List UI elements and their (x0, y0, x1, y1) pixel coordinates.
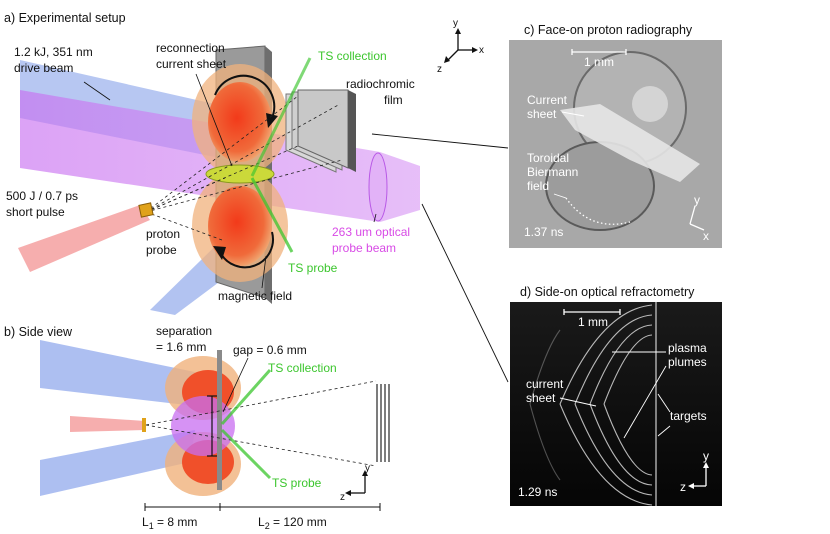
upper-field-arrow (214, 74, 276, 119)
axis-a-y: y (453, 18, 458, 29)
optical-beam-end (368, 152, 388, 222)
upper-plasma-inner (208, 82, 272, 162)
lower-field-arrow (219, 231, 274, 269)
c-time-label: 1.37 ns (524, 225, 563, 239)
axis-b-y-head (362, 470, 368, 476)
b-proton-source (142, 418, 146, 432)
ts-probe-label: TS probe (288, 261, 338, 275)
b-ts-probe-label: TS probe (272, 476, 322, 490)
lower-plasma-inner (208, 186, 272, 266)
current-sheet-leader (195, 73, 233, 167)
b-proton-beam (70, 416, 145, 432)
d-targets-label: targets (670, 409, 707, 423)
axis-c-x-line (689, 223, 705, 231)
axis-d-y-head (703, 462, 709, 468)
panel-c-title: c) Face-on proton radiography (524, 23, 693, 37)
d-current-sheet-leader (559, 397, 597, 407)
axis-a-x: x (479, 45, 484, 56)
panel-a-axes (447, 32, 474, 61)
magnetic-field-label: magnetic field (218, 289, 292, 303)
d-plumes-leader-2 (623, 365, 667, 439)
b-optical-probe (171, 396, 235, 456)
panel-b: b) Side view separation= 1.6 mm gap = 0.… (4, 324, 390, 531)
d-targets-leader-1 (657, 393, 671, 413)
ts-collection-label: TS collection (318, 49, 387, 63)
panel-a: a) Experimental setup (4, 11, 509, 383)
refractometry-image (510, 302, 722, 506)
optical-probe-leader (373, 213, 377, 223)
connector-to-c (371, 133, 509, 149)
d-scale-label: 1 mm (578, 315, 608, 329)
panel-a-title: a) Experimental setup (4, 11, 126, 25)
b-film-stack (376, 384, 390, 462)
ts-collection-beam (250, 57, 312, 177)
upper-field-arrowhead (266, 113, 278, 128)
b-target (217, 350, 222, 490)
short-pulse-beam (18, 205, 150, 272)
d-time-label: 1.29 ns (518, 485, 557, 499)
separation-label: separation= 1.6 mm (156, 324, 212, 354)
c-field-leader (553, 193, 567, 199)
d-targets-leader-2 (657, 425, 671, 437)
proton-paths (145, 95, 343, 241)
axis-b-y: y (365, 463, 370, 474)
axis-a-x-head (472, 47, 478, 53)
film-stack (285, 89, 356, 173)
b-lower-drive-beam (40, 430, 195, 496)
axis-c-x: x (703, 229, 709, 243)
radiography-upper-core (632, 86, 668, 122)
b-ts-probe-beam (220, 428, 272, 480)
l1-label: L1 = 8 mm (142, 515, 197, 531)
gap-label: gap = 0.6 mm (233, 343, 307, 357)
refractometry-arcs (529, 304, 653, 506)
magnetic-field-leader (261, 255, 267, 289)
b-ts-collection-label: TS collection (268, 361, 337, 375)
lower-field-arrowhead (213, 246, 226, 260)
l2-label: L2 = 120 mm (258, 515, 327, 531)
axis-a-z: z (437, 64, 442, 75)
ts-probe-beam (250, 177, 294, 253)
axis-b-z: z (340, 492, 345, 503)
axis-a-z-head (444, 56, 450, 63)
axis-d-z: z (680, 480, 686, 494)
panel-c: c) Face-on proton radiography 1 mm Curre… (509, 23, 722, 248)
gap-leader (222, 357, 249, 413)
drive-beam-leader (83, 81, 111, 101)
axis-a-y-head (455, 28, 461, 34)
panel-d-title: d) Side-on optical refractometry (520, 285, 695, 299)
axis-d-z-head (688, 483, 694, 489)
axis-c-y: y (694, 193, 700, 207)
radiography-current-sheet (560, 104, 700, 182)
axis-c-y-line (689, 205, 696, 225)
axis-d-y: y (703, 449, 709, 463)
current-sheet-blob (205, 164, 275, 184)
b-ts-collection-beam (220, 369, 272, 425)
c-current-sheet-leader (561, 111, 585, 117)
panel-b-title: b) Side view (4, 325, 73, 339)
biermann-field-dots (565, 197, 631, 225)
panel-d: d) Side-on optical refractometry 1 mm pl… (510, 285, 722, 506)
connector-to-d (421, 203, 509, 383)
b-upper-drive-beam (40, 340, 195, 406)
axis-b-z-head (345, 490, 351, 496)
proton-probe-foil (138, 202, 154, 218)
c-scale-label: 1 mm (584, 55, 614, 69)
b-dash-lower (145, 424, 377, 467)
